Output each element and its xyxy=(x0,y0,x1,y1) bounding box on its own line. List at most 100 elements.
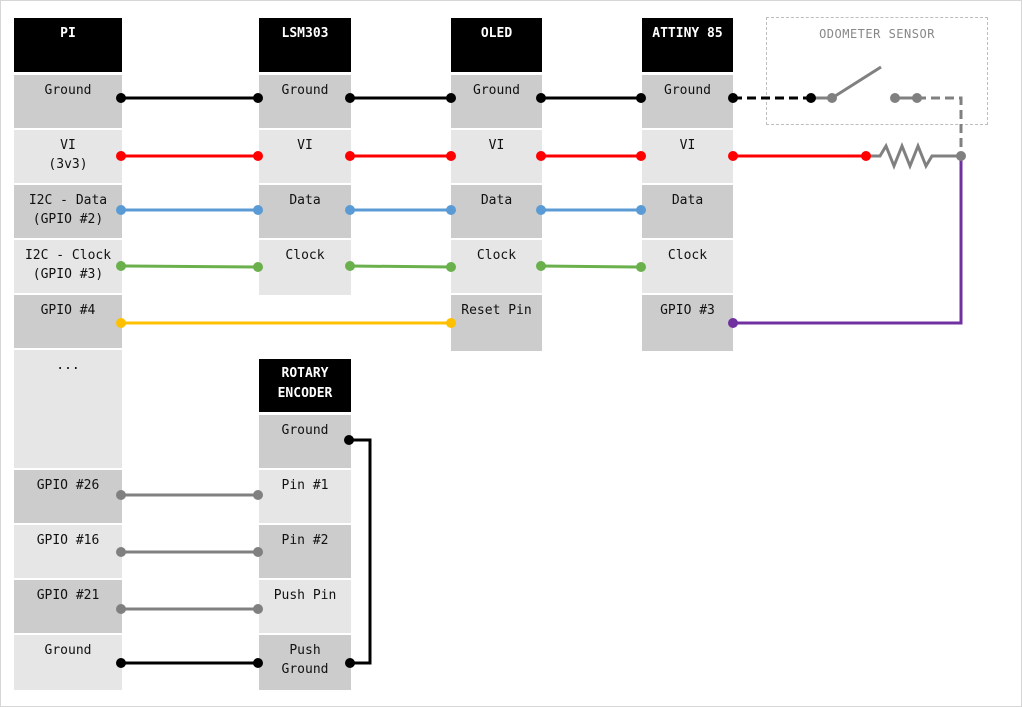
module-pi: PI Ground VI (3v3) I2C - Data (GPIO #2) … xyxy=(14,18,122,690)
dot xyxy=(446,318,456,328)
pi-pin-gpio16: GPIO #16 xyxy=(14,525,122,578)
dot xyxy=(446,262,456,272)
wire-clock-lsm303-oled xyxy=(349,264,452,269)
module-pi-title: PI xyxy=(14,18,122,72)
switch-lever xyxy=(831,65,882,100)
pi-pin-i2c-data: I2C - Data (GPIO #2) xyxy=(14,185,122,238)
pi-pin-i2c-clock: I2C - Clock (GPIO #3) xyxy=(14,240,122,293)
dot xyxy=(536,205,546,215)
dot xyxy=(116,151,126,161)
pi-pin-gpio4: GPIO #4 xyxy=(14,295,122,348)
rotary-pin-ground: Ground xyxy=(259,415,351,468)
dot xyxy=(956,151,966,161)
odometer-switch xyxy=(811,65,963,155)
module-oled: OLED Ground VI Data Clock Reset Pin xyxy=(451,18,542,351)
dot xyxy=(116,93,126,103)
dot xyxy=(116,658,126,668)
lsm303-pin-vi: VI xyxy=(259,130,351,183)
module-lsm303-title: LSM303 xyxy=(259,18,351,72)
oled-pin-ground: Ground xyxy=(451,75,542,128)
dot xyxy=(253,547,263,557)
rotary-pin-push-ground: Push Ground xyxy=(259,635,351,690)
dot xyxy=(636,93,646,103)
oled-pin-clock: Clock xyxy=(451,240,542,293)
dot xyxy=(253,205,263,215)
module-oled-title: OLED xyxy=(451,18,542,72)
dot xyxy=(446,205,456,215)
dot xyxy=(253,604,263,614)
module-attiny85: ATTINY 85 Ground VI Data Clock GPIO #3 xyxy=(642,18,733,351)
dot xyxy=(536,93,546,103)
rotary-pin-1: Pin #1 xyxy=(259,470,351,523)
dot xyxy=(116,205,126,215)
dot xyxy=(345,151,355,161)
odometer-sensor-box: ODOMETER SENSOR xyxy=(766,17,988,125)
dot xyxy=(728,151,738,161)
switch-dashed-return xyxy=(917,96,963,155)
dot xyxy=(253,93,263,103)
dot xyxy=(344,435,354,445)
lsm303-pin-ground: Ground xyxy=(259,75,351,128)
attiny-pin-gpio3: GPIO #3 xyxy=(642,295,733,351)
dot xyxy=(345,93,355,103)
dot xyxy=(345,658,355,668)
pi-pin-ellipsis: ... xyxy=(14,350,122,468)
dot xyxy=(636,151,646,161)
oled-pin-vi: VI xyxy=(451,130,542,183)
dot xyxy=(636,262,646,272)
lsm303-pin-clock: Clock xyxy=(259,240,351,295)
dot xyxy=(116,318,126,328)
module-rotary-encoder-title: ROTARY ENCODER xyxy=(259,359,351,412)
dot xyxy=(345,261,355,271)
dot xyxy=(446,151,456,161)
attiny-pin-clock: Clock xyxy=(642,240,733,293)
dot xyxy=(636,205,646,215)
dot xyxy=(116,261,126,271)
pi-pin-ground: Ground xyxy=(14,75,122,128)
clock-wires xyxy=(120,264,642,269)
oled-pin-reset: Reset Pin xyxy=(451,295,542,351)
wire-rotary-ground-push-ground xyxy=(349,438,372,665)
dot xyxy=(728,93,738,103)
dot xyxy=(728,318,738,328)
dot xyxy=(446,93,456,103)
pi-pin-vi: VI (3v3) xyxy=(14,130,122,183)
wire-endpoints xyxy=(116,93,966,668)
dot xyxy=(912,93,922,103)
wire-clock-pi-lsm303 xyxy=(120,264,259,269)
dot xyxy=(345,205,355,215)
dot xyxy=(116,490,126,500)
pi-pin-gpio26: GPIO #26 xyxy=(14,470,122,523)
rotary-pin-2: Pin #2 xyxy=(259,525,351,578)
dot xyxy=(536,151,546,161)
module-attiny85-title: ATTINY 85 xyxy=(642,18,733,72)
dot xyxy=(253,490,263,500)
oled-pin-data: Data xyxy=(451,185,542,238)
odometer-sensor-title: ODOMETER SENSOR xyxy=(819,27,935,41)
dot xyxy=(890,93,900,103)
pi-pin-gpio21: GPIO #21 xyxy=(14,580,122,633)
dot xyxy=(827,93,837,103)
dot xyxy=(116,547,126,557)
lsm303-pin-data: Data xyxy=(259,185,351,238)
dot xyxy=(253,262,263,272)
dot xyxy=(861,151,871,161)
attiny-pin-data: Data xyxy=(642,185,733,238)
encoder-wires xyxy=(121,493,258,611)
dot xyxy=(116,604,126,614)
module-lsm303: LSM303 Ground VI Data Clock xyxy=(259,18,351,295)
wire-signal-attiny-sensor xyxy=(733,157,963,325)
module-rotary-encoder: ROTARY ENCODER Ground Pin #1 Pin #2 Push… xyxy=(259,359,351,690)
rotary-pin-push: Push Pin xyxy=(259,580,351,633)
pi-pin-ground-2: Ground xyxy=(14,635,122,690)
wire-clock-oled-attiny xyxy=(540,264,642,269)
attiny-pin-vi: VI xyxy=(642,130,733,183)
dot xyxy=(253,658,263,668)
dot xyxy=(253,151,263,161)
dot xyxy=(536,261,546,271)
ground-wires xyxy=(121,96,811,665)
resistor-symbol xyxy=(866,141,961,171)
dot xyxy=(806,93,816,103)
attiny-pin-ground: Ground xyxy=(642,75,733,128)
